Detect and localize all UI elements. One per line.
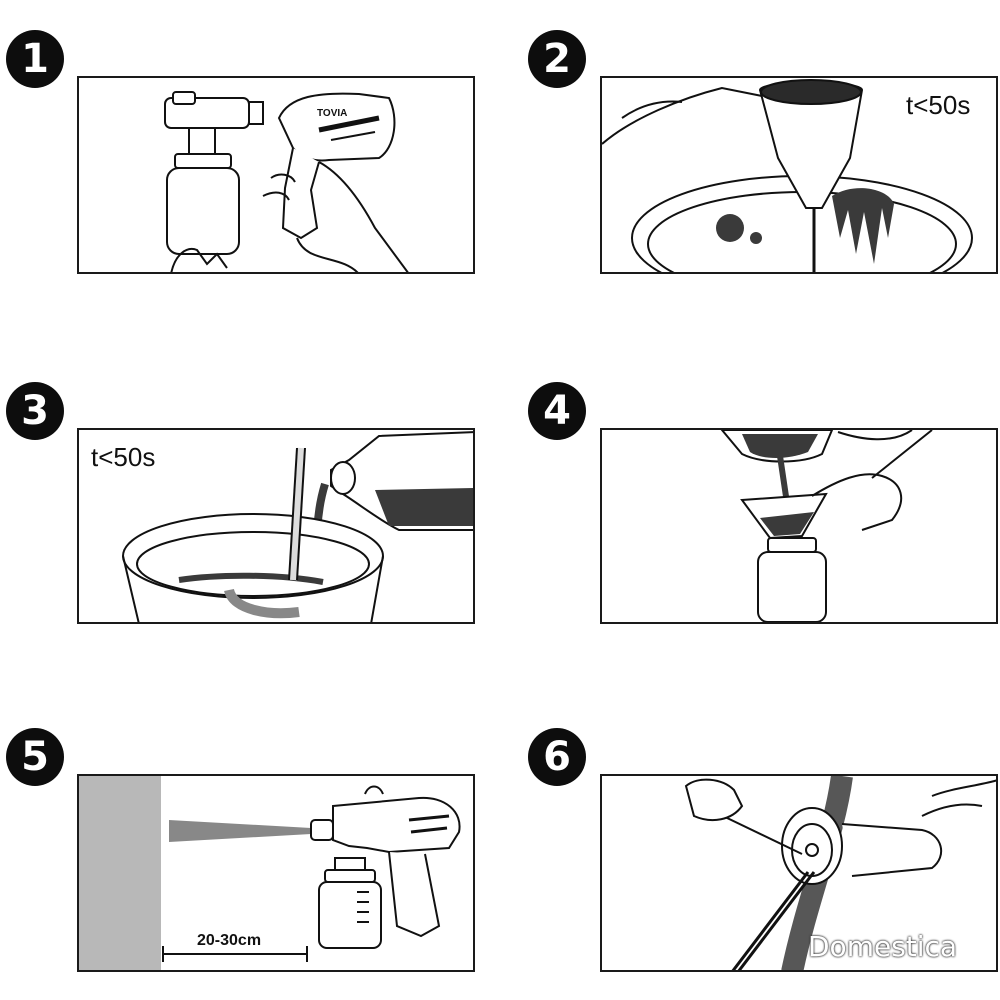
step-3-panel: t<50s	[77, 428, 475, 624]
step-1-illustration	[164, 91, 409, 272]
step-5-illustration	[162, 785, 461, 962]
step-1-panel: TOVIA	[77, 76, 475, 274]
step-5-panel: 20-30cm	[77, 774, 475, 972]
step-3-badge: 3	[6, 382, 64, 440]
step-1-badge: 1	[6, 30, 64, 88]
step-6-badge: 6	[528, 728, 586, 786]
step-2-badge: 2	[528, 30, 586, 88]
step-6-illustration	[684, 776, 996, 970]
step-4-panel	[600, 428, 998, 624]
step-3-illustration	[122, 431, 473, 622]
step-3-time-caption: t<50s	[91, 442, 156, 472]
step-2-illustration	[602, 79, 973, 272]
step-2-panel: t<50s	[600, 76, 998, 274]
step-4-badge: 4	[528, 382, 586, 440]
step-4-illustration	[720, 430, 933, 622]
watermark: Domestica	[808, 930, 958, 963]
step-5-badge: 5	[6, 728, 64, 786]
target-wall	[79, 776, 161, 970]
step-1-brand-label: TOVIA	[317, 108, 348, 119]
step-2-time-caption: t<50s	[906, 90, 971, 120]
spray-distance-label: 20-30cm	[197, 932, 262, 949]
step-6-panel: Domestica	[600, 774, 998, 972]
